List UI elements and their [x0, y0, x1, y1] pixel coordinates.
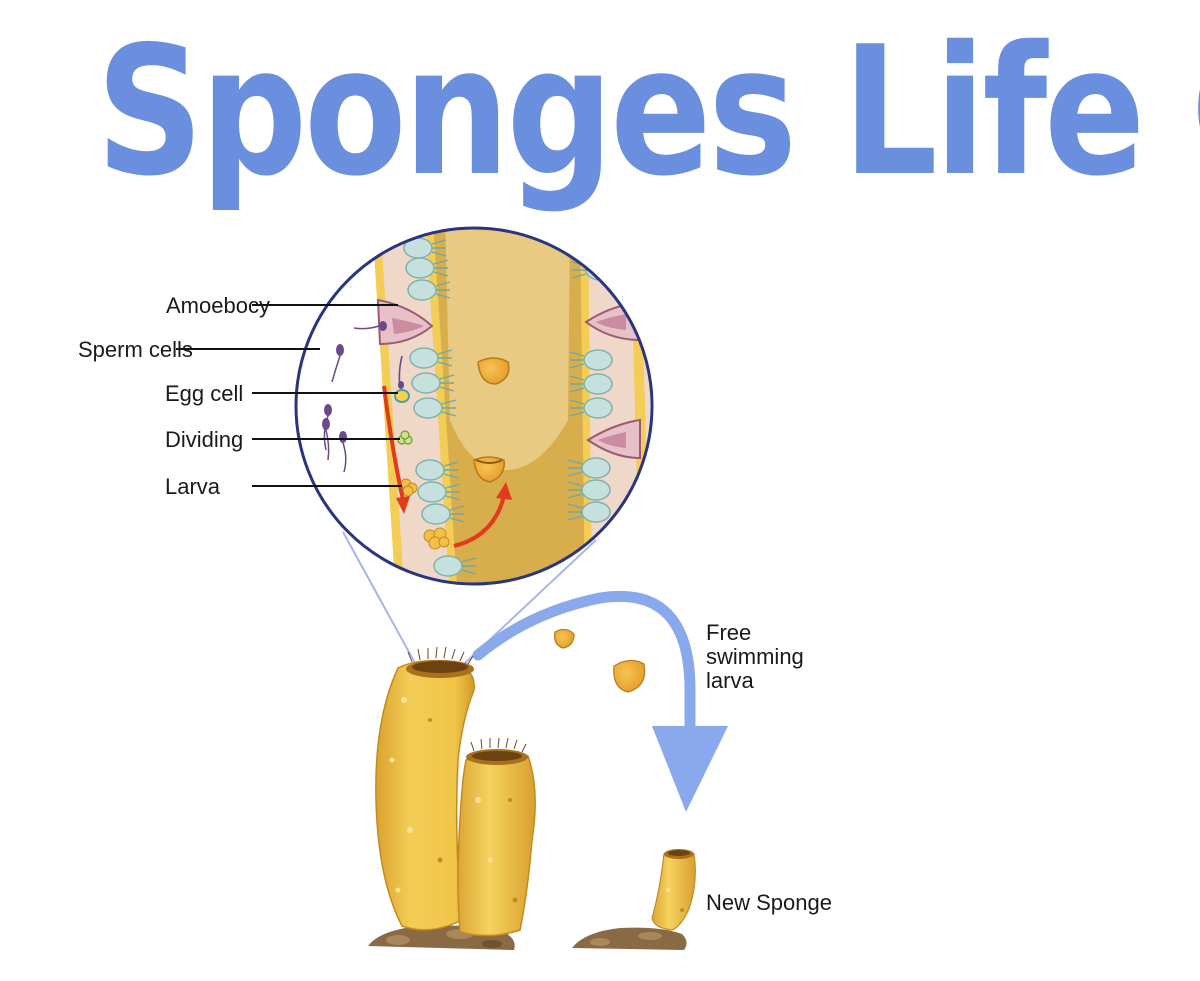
label-leader-lines — [176, 304, 402, 487]
larva-cluster — [423, 527, 450, 550]
sperm-cells-icon — [322, 321, 387, 473]
larva-in-wall — [400, 478, 418, 497]
larva-cavity-bottom — [473, 456, 505, 483]
label-egg-cell: Egg cell — [165, 381, 243, 406]
label-free-swimming-2: swimming — [706, 644, 804, 669]
collar-cells-left — [403, 237, 477, 577]
label-free-swimming-3: larva — [706, 668, 754, 693]
label-dividing: Dividing — [165, 427, 243, 452]
red-arrow-down — [382, 385, 410, 514]
label-free-swimming-1: Free — [706, 620, 751, 645]
free-swimming-larva-large — [613, 659, 646, 693]
new-sponge — [572, 849, 696, 950]
magnified-sponge-wall — [294, 226, 654, 586]
free-swimming-larva-small — [554, 628, 575, 649]
label-new-sponge: New Sponge — [706, 890, 832, 915]
label-sperm-cells: Sperm cells — [78, 337, 193, 362]
label-larva: Larva — [165, 474, 221, 499]
red-arrow-curve — [453, 482, 512, 548]
label-amoebocy: Amoebocy — [166, 293, 270, 318]
adult-sponges — [368, 646, 536, 950]
larva-cavity-top — [477, 357, 510, 385]
blue-arrow — [472, 590, 728, 812]
diagram-title: Sponges Life Cycle — [96, 8, 1200, 215]
egg-cell — [394, 355, 410, 403]
